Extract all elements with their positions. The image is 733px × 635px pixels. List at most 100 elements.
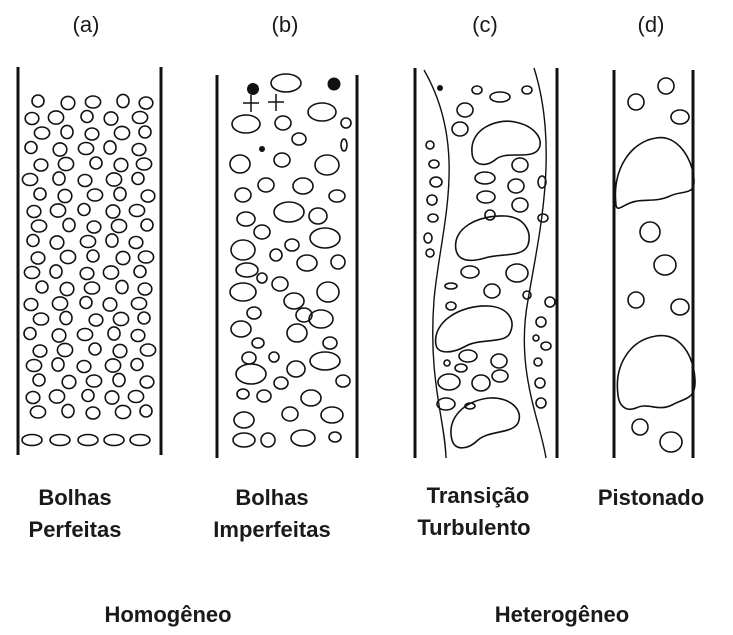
- column-b-bubbles: [230, 74, 351, 447]
- bubble: [63, 218, 75, 231]
- bubble: [30, 406, 45, 418]
- bubble: [34, 159, 48, 171]
- bubble: [82, 390, 94, 402]
- bubble: [129, 205, 144, 217]
- bubble: [80, 297, 92, 309]
- bubble: [291, 430, 315, 446]
- bubble: [84, 282, 99, 294]
- bubble: [459, 350, 477, 362]
- bubble: [114, 187, 126, 200]
- bubble: [424, 233, 432, 243]
- bubble: [336, 375, 350, 387]
- caption-d: Pistonado: [598, 485, 704, 510]
- bubble: [231, 321, 251, 337]
- bubble: [34, 188, 46, 200]
- bubble: [437, 398, 455, 410]
- bubble: [90, 157, 102, 169]
- column-b-solid-dot: [328, 78, 341, 91]
- bubble: [87, 221, 101, 233]
- bubble: [103, 266, 118, 279]
- bubble: [452, 122, 468, 136]
- panel-label-b: (b): [272, 12, 299, 37]
- bubble: [457, 103, 473, 117]
- bubble: [628, 292, 644, 308]
- column-c: [415, 68, 557, 458]
- column-b-cross-mark: [243, 95, 259, 112]
- bubble: [136, 158, 151, 170]
- bubble: [230, 283, 256, 301]
- bubble: [85, 128, 99, 140]
- bubble: [27, 206, 41, 218]
- panel-label-d: (d): [638, 12, 665, 37]
- caption-a: Bolhas Perfeitas: [29, 485, 122, 542]
- bubble: [242, 352, 256, 364]
- bubble: [132, 144, 146, 156]
- bubble: [538, 214, 548, 222]
- bubble: [628, 94, 644, 110]
- bubble: [27, 235, 39, 247]
- bubble: [50, 204, 65, 217]
- bubble: [660, 432, 682, 452]
- bubble: [105, 391, 119, 404]
- bubble: [49, 390, 64, 403]
- bubble: [113, 373, 125, 386]
- bubble: [329, 432, 341, 442]
- bubble: [26, 392, 40, 404]
- bubble: [271, 74, 301, 92]
- bubble: [315, 155, 339, 175]
- bubble: [105, 359, 120, 372]
- caption-d-line-1: Pistonado: [598, 485, 704, 510]
- bubble: [103, 298, 117, 311]
- bubble: [62, 375, 76, 388]
- column-c-small-dot: [437, 85, 443, 91]
- bubble: [512, 158, 528, 172]
- bubble: [545, 297, 555, 307]
- bubble: [508, 179, 524, 193]
- bubble: [317, 282, 339, 302]
- bubble: [131, 359, 143, 371]
- bubble: [106, 173, 121, 186]
- bubble: [477, 191, 495, 203]
- bubble: [287, 324, 307, 342]
- bubble: [53, 143, 67, 156]
- bubble: [77, 329, 92, 341]
- bubble: [78, 435, 98, 446]
- caption-c-line-1: Transição: [427, 483, 530, 508]
- bubble: [60, 282, 74, 295]
- column-c-large-bubble: [472, 121, 540, 164]
- bubble: [50, 236, 64, 249]
- bubble: [235, 188, 251, 202]
- bubble: [287, 361, 305, 377]
- bubble: [85, 96, 100, 108]
- bubble: [258, 178, 274, 192]
- bubble: [472, 375, 490, 391]
- bubble: [33, 313, 48, 325]
- bubble: [272, 277, 288, 291]
- bubble: [310, 352, 340, 370]
- bubble: [89, 343, 101, 355]
- bubble: [129, 237, 143, 249]
- bubble: [237, 389, 249, 399]
- bubble: [86, 375, 101, 387]
- bubble: [31, 220, 46, 232]
- bubble: [50, 265, 62, 278]
- bubble: [269, 352, 279, 362]
- bubble: [86, 407, 100, 419]
- bubble: [106, 234, 118, 247]
- bubble: [57, 343, 72, 356]
- caption-a-line-1: Bolhas: [38, 485, 111, 510]
- bubble: [115, 405, 130, 418]
- bubble: [24, 328, 36, 340]
- bubble: [446, 302, 456, 310]
- bubble: [485, 210, 495, 220]
- column-b-solid-dot: [247, 83, 259, 95]
- bubble: [114, 158, 128, 171]
- bubble: [131, 330, 145, 342]
- bubble: [116, 251, 130, 264]
- bubble: [292, 133, 306, 145]
- bubble: [58, 157, 73, 170]
- bubble: [331, 255, 345, 269]
- bubble: [270, 249, 282, 261]
- column-d-bubbles: [628, 78, 689, 452]
